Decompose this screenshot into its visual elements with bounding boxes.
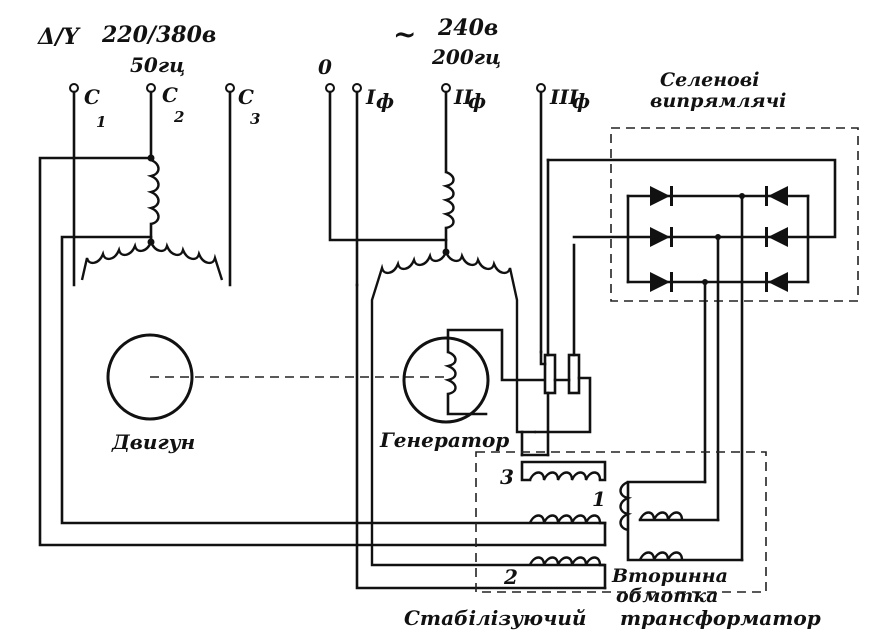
rectifier-title-line2: випрямлячі [650,90,786,112]
rectifier-boundary [610,127,859,302]
transformer-boundary [475,451,767,593]
svg-text:2: 2 [173,108,184,126]
right-voltage-label: 240в [437,15,498,41]
terminal-c3: C 3 [238,85,260,128]
transformer-primary-windings [520,453,607,590]
neutral-terminal-label: 0 [318,55,332,79]
svg-text:3: 3 [250,110,260,128]
winding-2-label: 2 [503,565,518,589]
transformer-caption-right: трансформатор [620,606,821,630]
right-frequency-label: 200гц [431,45,501,69]
terminal-phase-3: III ф [549,85,590,113]
motor-label: Двигун [111,430,195,454]
rectifier-bridge [546,158,837,562]
svg-text:1: 1 [96,113,106,131]
delta-star-symbol: Δ/Y [37,24,81,50]
terminal-c2: C 2 [162,83,184,126]
generator-wiring [328,90,607,590]
field-wire-top [446,328,550,382]
terminal-phase-2: II ф [453,85,486,113]
svg-text:I: I [365,85,376,109]
capacitor-pair [520,243,592,457]
ac-symbol: ~ [393,18,416,51]
terminal-c1: C 1 [84,85,106,131]
rectifier-title-line1: Селенові [660,69,759,91]
left-voltage-label: 220/380в [101,22,216,48]
winding-3-label: 3 [500,465,514,489]
generator-field-coil [443,350,457,396]
field-wire-bottom [446,392,488,416]
winding-1-label: 1 [592,487,606,511]
svg-text:C: C [84,85,100,109]
motor-wiring [38,90,607,547]
svg-text:II: II [453,85,473,109]
generator-label: Генератор [379,428,509,452]
left-frequency-label: 50гц [130,53,185,77]
svg-text:C: C [238,85,254,109]
svg-text:III: III [549,85,579,109]
svg-text:ф: ф [468,89,486,113]
generator-symbol [402,336,490,424]
svg-text:ф: ф [572,89,590,113]
secondary-winding-line1: Вторинна [611,565,728,587]
transformer-caption-left: Стабілізуючий [404,606,586,630]
terminal-phase-1: I ф [365,85,394,113]
secondary-winding-line2: обмотка [616,585,718,607]
svg-text:C: C [162,83,178,107]
motor-symbol [106,333,194,421]
transformer-secondary-winding [619,480,744,562]
svg-text:ф: ф [376,89,394,113]
